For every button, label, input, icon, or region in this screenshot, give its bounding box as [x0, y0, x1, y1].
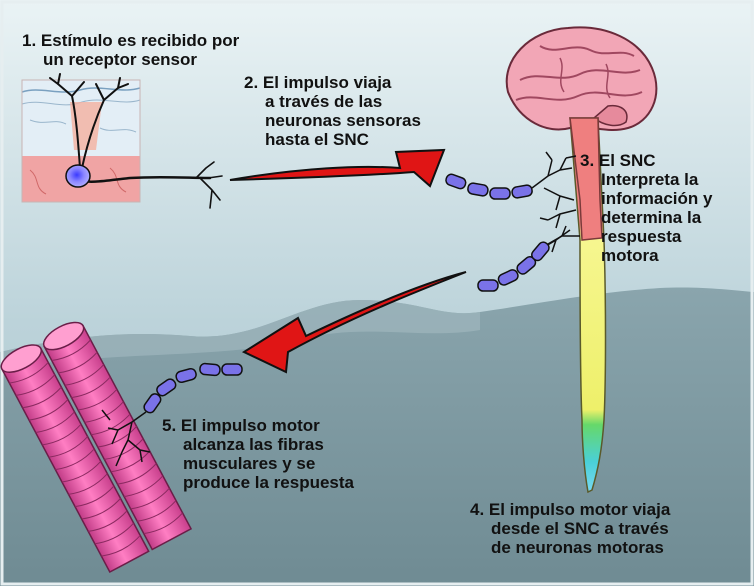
step-5-line-1: 5. El impulso motor [162, 416, 320, 435]
sensory-entry-axon [445, 151, 577, 211]
step-4-label: 4. El impulso motor viaja desde el SNC a… [470, 500, 670, 557]
step-4-line-2: desde el SNC a través [491, 519, 669, 538]
step-3-line-2: Interpreta la [601, 170, 699, 189]
step-3-line-1: 3. El SNC [580, 151, 656, 170]
motor-exit-axon [477, 225, 580, 292]
step-3-label: 3. El SNC Interpreta la información y de… [580, 151, 712, 265]
step-1-line-1: 1. Estímulo es recibido por [22, 31, 240, 50]
sensory-arrow [229, 148, 446, 188]
step-4-line-3: de neuronas motoras [491, 538, 664, 557]
background-hills [0, 287, 754, 586]
step-2-line-2: a través de las [265, 92, 383, 111]
step-5-line-2: alcanza las fibras [183, 435, 324, 454]
step-2-label: 2. El impulso viaja a través de las neur… [244, 73, 421, 149]
step-3-line-5: respuesta [601, 227, 682, 246]
motor-neuron-terminal [101, 362, 243, 467]
step-3-line-6: motora [601, 246, 659, 265]
background-ridge [0, 300, 480, 370]
muscle-fibers [0, 321, 193, 574]
step-3-line-3: información y [601, 189, 713, 208]
step-2-line-1: 2. El impulso viaja [244, 73, 392, 92]
step-5-line-4: produce la respuesta [183, 473, 355, 492]
step-4-line-1: 4. El impulso motor viaja [470, 500, 671, 519]
sensory-neuron [49, 73, 223, 209]
sensory-neuron-body [65, 164, 91, 188]
step-1-line-2: un receptor sensor [43, 50, 197, 69]
step-5-line-3: musculares y se [183, 454, 316, 473]
spinal-cord-upper [569, 117, 603, 241]
interneuron [539, 209, 577, 253]
step-2-line-3: neuronas sensoras [265, 111, 421, 130]
step-3-line-4: determina la [601, 208, 702, 227]
motor-arrow [241, 271, 467, 374]
step-5-label: 5. El impulso motor alcanza las fibras m… [162, 416, 354, 492]
brain [505, 26, 658, 131]
step-1-label: 1. Estímulo es recibido por un receptor … [22, 31, 239, 69]
step-2-line-4: hasta el SNC [265, 130, 369, 149]
